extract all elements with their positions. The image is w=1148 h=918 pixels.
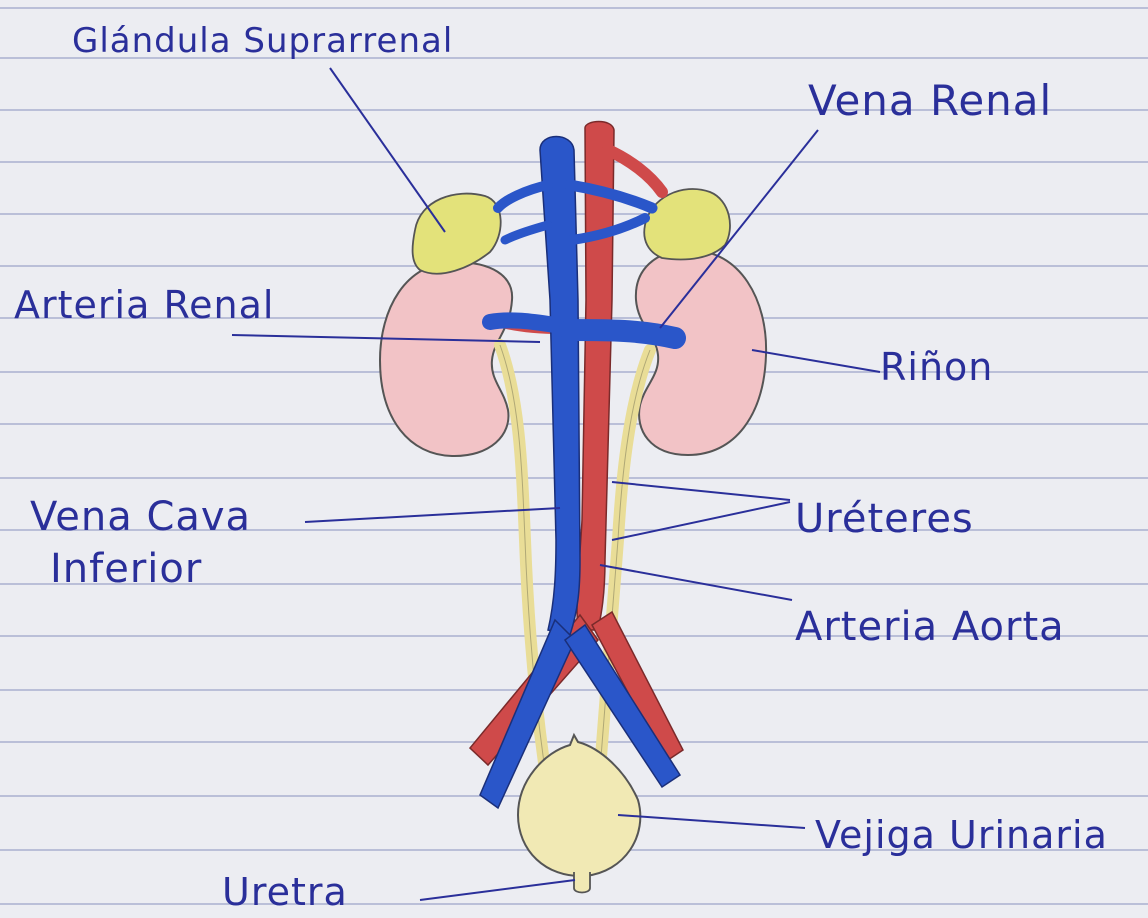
- right-renal-artery: [608, 150, 662, 192]
- inferior-vena-cava: [540, 137, 580, 636]
- label-adrenal-gland: Glándula Suprarrenal: [72, 21, 453, 61]
- right-adrenal-gland: [644, 189, 730, 259]
- right-renal-vein: [570, 330, 675, 338]
- label-renal-vein: Vena Renal: [808, 76, 1052, 125]
- label-inferior-vena-cava-line1: Vena Cava: [30, 494, 251, 540]
- label-renal-artery: Arteria Renal: [14, 283, 274, 327]
- urinary-bladder: [518, 735, 640, 876]
- label-urethra: Uretra: [222, 870, 348, 914]
- urethra: [574, 872, 590, 893]
- label-inferior-vena-cava-line2: Inferior: [50, 546, 202, 592]
- left-kidney: [380, 262, 512, 456]
- label-kidney: Riñon: [880, 345, 993, 389]
- left-suprarenal-vein: [498, 185, 548, 208]
- left-renal-vein: [490, 320, 555, 325]
- label-bladder: Vejiga Urinaria: [815, 813, 1108, 857]
- label-aorta: Arteria Aorta: [795, 604, 1065, 650]
- label-ureters: Uréteres: [795, 496, 974, 542]
- left-upper-vein-branch: [505, 225, 548, 240]
